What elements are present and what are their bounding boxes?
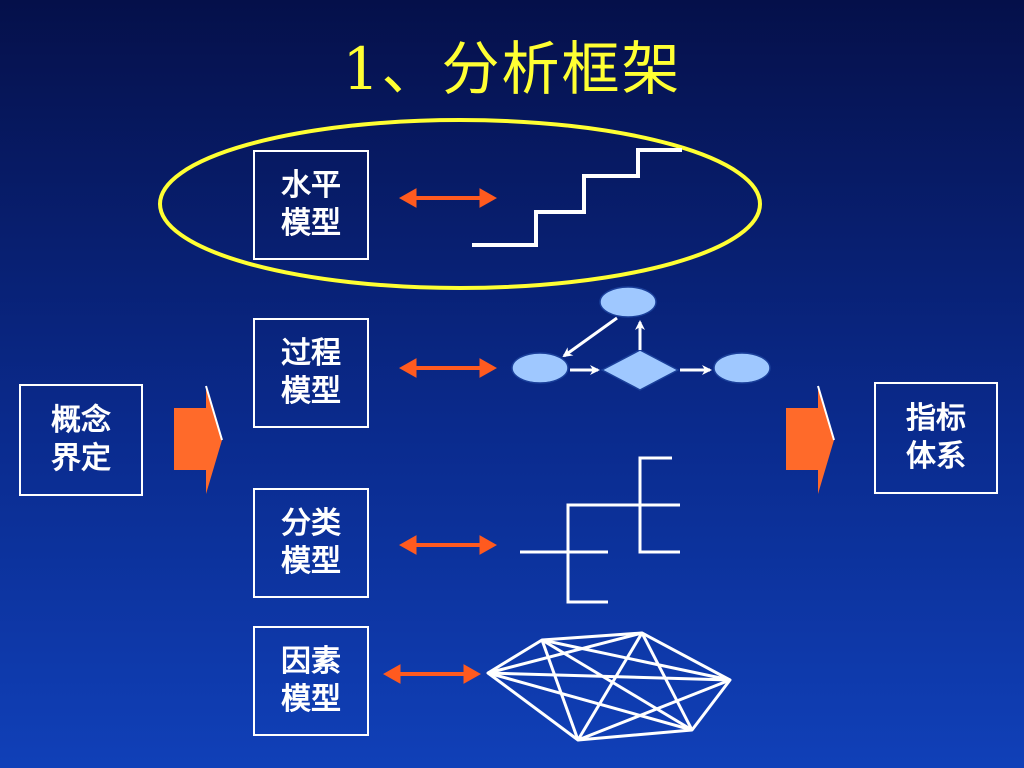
horizontal-model-line2: 模型 bbox=[281, 206, 341, 241]
process-model-box: 过程 模型 bbox=[253, 318, 369, 428]
factor-model-box: 因素 模型 bbox=[253, 626, 369, 736]
highlight-ellipse bbox=[158, 118, 762, 290]
concept-box-line2: 界定 bbox=[51, 441, 111, 476]
double-arrow-icon bbox=[398, 358, 498, 378]
double-arrow-icon bbox=[398, 188, 498, 208]
double-arrow-icon bbox=[398, 535, 498, 555]
indicator-box-line1: 指标 bbox=[906, 401, 966, 436]
slide-title: 1、分析框架 bbox=[342, 35, 682, 103]
factor-model-line2: 模型 bbox=[281, 682, 341, 717]
process-flow-icon bbox=[511, 286, 771, 391]
concept-box-line1: 概念 bbox=[51, 403, 111, 438]
horizontal-model-box: 水平 模型 bbox=[253, 150, 369, 260]
indicator-box-line2: 体系 bbox=[906, 439, 966, 474]
process-model-line2: 模型 bbox=[281, 374, 341, 409]
horizontal-model-line1: 水平 bbox=[281, 168, 341, 203]
concept-definition-box: 概念 界定 bbox=[19, 384, 143, 496]
process-node-left bbox=[511, 352, 569, 384]
classification-model-box: 分类 模型 bbox=[253, 488, 369, 598]
classification-model-line2: 模型 bbox=[281, 544, 341, 579]
block-arrow-right-icon bbox=[786, 385, 835, 494]
network-polygon-icon bbox=[486, 631, 732, 742]
factor-model-line1: 因素 bbox=[281, 644, 341, 679]
process-node-right bbox=[713, 352, 771, 384]
process-model-line1: 过程 bbox=[281, 336, 341, 371]
process-decision-diamond bbox=[600, 349, 680, 391]
tree-classification-icon bbox=[520, 456, 680, 604]
process-node-top bbox=[599, 286, 657, 318]
classification-model-line1: 分类 bbox=[281, 506, 341, 541]
double-arrow-icon bbox=[382, 664, 482, 684]
staircase-icon bbox=[472, 148, 682, 247]
indicator-system-box: 指标 体系 bbox=[874, 382, 998, 494]
block-arrow-left-icon bbox=[174, 385, 223, 494]
